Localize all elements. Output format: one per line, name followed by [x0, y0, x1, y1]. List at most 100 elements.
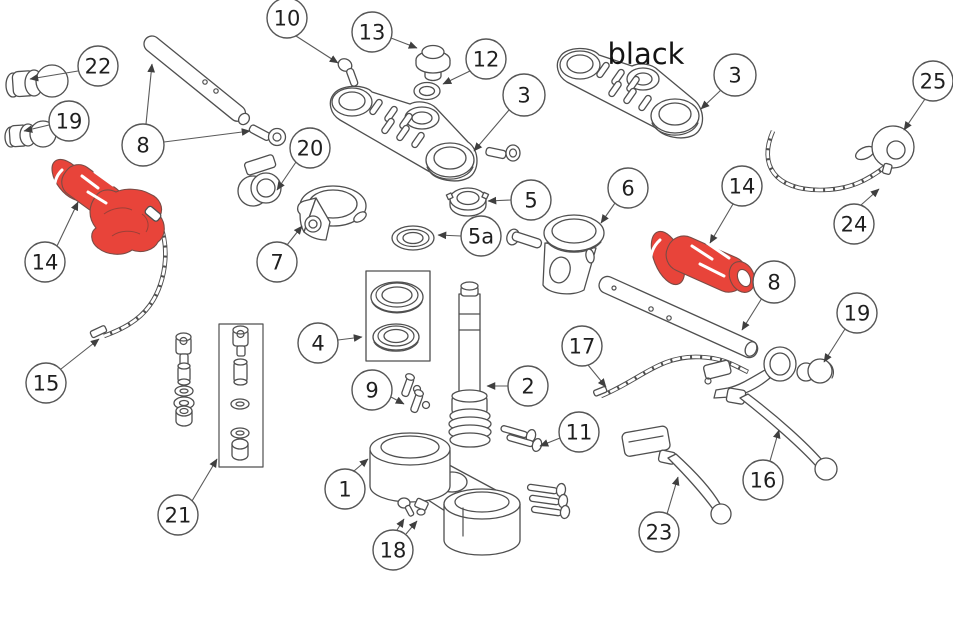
- callout-number: 8: [767, 271, 780, 295]
- bolt-set: [500, 425, 571, 520]
- riser-clamp: [506, 214, 605, 295]
- callout-circle: [607, 167, 649, 209]
- callout-17: 17: [561, 325, 607, 388]
- callout-number: 11: [566, 421, 593, 445]
- callout-number: 24: [841, 213, 868, 237]
- callout-leader-line: [741, 297, 763, 331]
- callout-number: 19: [844, 302, 871, 326]
- callout-leader-line: [353, 458, 369, 472]
- rod-bolt: [248, 124, 287, 147]
- callout-5a: 5a: [437, 215, 502, 257]
- throttle-grip-assembly-red: [51, 158, 165, 255]
- callout-leader-line: [191, 458, 218, 502]
- parts-layer: black: [4, 35, 915, 556]
- callout-14: 14: [709, 165, 763, 244]
- callout-circle: [638, 511, 680, 553]
- callout-circle: [77, 45, 119, 87]
- callout-number: 6: [621, 177, 634, 201]
- callout-circle: [297, 322, 339, 364]
- callout-10: 10: [266, 0, 339, 64]
- callout-leader-line: [396, 518, 405, 531]
- callout-number: 5: [524, 189, 537, 213]
- callout-3: 3: [700, 53, 757, 110]
- seal-washer: [391, 225, 435, 251]
- pinch-bolt: [485, 144, 521, 162]
- callout-number: 5a: [468, 225, 494, 249]
- steering-lock-nut: [445, 187, 490, 217]
- callout-leader-line: [442, 70, 471, 85]
- throttle-switch-housing: [854, 125, 915, 175]
- callout-leader-line: [539, 437, 561, 447]
- cable-guide-clamp: [237, 154, 282, 207]
- throttle-cable-upper: [765, 130, 888, 193]
- callout-leader-line: [823, 328, 846, 363]
- callout-leader-line: [337, 334, 363, 342]
- callout-9: 9: [351, 369, 405, 411]
- callout-5: 5: [487, 179, 552, 221]
- callout-leader-line: [487, 196, 512, 205]
- callout-number: 20: [297, 137, 324, 161]
- callout-number: 14: [32, 251, 59, 275]
- callout-circle: [836, 292, 878, 334]
- callout-circle: [48, 100, 90, 142]
- top-triple-clamp: [329, 85, 478, 182]
- callout-leader-line: [390, 396, 405, 405]
- callout-leader-line: [56, 201, 79, 247]
- hardware-stack-loose: [173, 332, 195, 427]
- callout-25: 25: [903, 60, 953, 131]
- callout-leader-line: [860, 188, 880, 206]
- callout-7: 7: [256, 225, 303, 283]
- callout-number: 3: [517, 84, 530, 108]
- callout-leader-line: [473, 109, 510, 152]
- callout-circle: [351, 369, 393, 411]
- callout-circle: [289, 127, 331, 169]
- callout-3: 3: [473, 73, 546, 152]
- callout-circle: [266, 0, 308, 39]
- callout-number: 21: [165, 504, 192, 528]
- callout-number: 4: [311, 332, 324, 356]
- callout-circle: [833, 203, 875, 245]
- callout-circle: [460, 215, 502, 257]
- callout-number: 15: [33, 372, 60, 396]
- callout-number: 22: [85, 55, 112, 79]
- callout-circle: [721, 165, 763, 207]
- callout-circle: [502, 73, 546, 117]
- callout-18: 18: [372, 518, 418, 571]
- callout-leader-line: [163, 128, 251, 143]
- callout-circle: [24, 241, 66, 283]
- top-triple-clamp-black: [556, 47, 704, 139]
- callout-number: 1: [338, 478, 351, 502]
- callout-23: 23: [638, 476, 680, 553]
- brake-lever-assembly: [702, 346, 838, 481]
- callout-6: 6: [600, 167, 649, 224]
- callout-number: 14: [729, 175, 756, 199]
- callout-12: 12: [442, 38, 507, 85]
- callout-20: 20: [276, 127, 331, 191]
- callout-8: 8: [741, 260, 796, 331]
- callout-circle: [256, 241, 298, 283]
- callout-circle: [157, 494, 199, 536]
- callout-number: 2: [521, 375, 534, 399]
- callout-number: 8: [136, 134, 149, 158]
- callout-leader-line: [600, 202, 616, 224]
- callout-circle: [507, 365, 549, 407]
- callout-8: 8: [121, 63, 251, 167]
- callout-number: 3: [728, 64, 741, 88]
- bottom-triple-clamp: [369, 432, 521, 556]
- callout-circle: [465, 38, 507, 80]
- steering-stem: [448, 281, 492, 448]
- callout-circle: [561, 325, 603, 367]
- callout-2: 2: [486, 365, 549, 407]
- callout-leader-line: [700, 89, 722, 110]
- callout-circle: [713, 53, 757, 97]
- callout-circle: [324, 468, 366, 510]
- callout-11: 11: [539, 411, 600, 453]
- callout-4: 4: [297, 322, 363, 364]
- callout-leader-line: [903, 98, 926, 131]
- callout-leader-line: [587, 364, 607, 388]
- callout-1: 1: [324, 458, 369, 510]
- callout-circle: [510, 179, 552, 221]
